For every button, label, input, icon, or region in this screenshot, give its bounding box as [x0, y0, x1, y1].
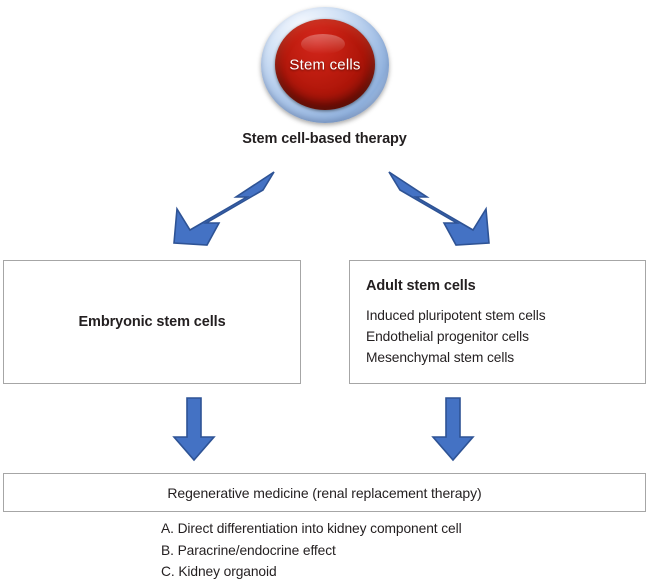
list-item: Mesenchymal stem cells	[366, 350, 515, 365]
list-item: A. Direct differentiation into kidney co…	[161, 521, 462, 536]
list-item: C. Kidney organoid	[161, 564, 277, 579]
sphere-gloss-highlight	[301, 33, 345, 54]
outcome-list: A. Direct differentiation into kidney co…	[161, 518, 462, 582]
arrow-to-adult-icon	[385, 168, 497, 253]
stem-cell-sphere: Stem cells	[261, 7, 389, 123]
list-item: Endothelial progenitor cells	[366, 329, 529, 344]
adult-stem-cells-list: Induced pluripotent stem cells Endotheli…	[366, 305, 645, 368]
regenerative-medicine-box: Regenerative medicine (renal replacement…	[3, 473, 646, 512]
adult-stem-cells-title: Adult stem cells	[366, 278, 476, 294]
sphere-inner-core	[275, 19, 375, 110]
arrow-embryonic-to-regenerative-icon	[171, 396, 217, 462]
arrow-adult-to-regenerative-icon	[430, 396, 476, 462]
sphere-label: Stem cells	[289, 56, 361, 74]
list-item: B. Paracrine/endocrine effect	[161, 542, 336, 558]
embryonic-stem-cells-box: Embryonic stem cells	[3, 260, 301, 384]
adult-stem-cells-box: Adult stem cells Induced pluripotent ste…	[349, 260, 646, 384]
embryonic-stem-cells-title: Embryonic stem cells	[78, 314, 226, 330]
list-item: Induced pluripotent stem cells	[366, 308, 546, 323]
regenerative-medicine-title: Regenerative medicine (renal replacement…	[167, 484, 482, 501]
arrow-to-embryonic-icon	[166, 168, 278, 253]
page-title: Stem cell-based therapy	[242, 131, 407, 147]
